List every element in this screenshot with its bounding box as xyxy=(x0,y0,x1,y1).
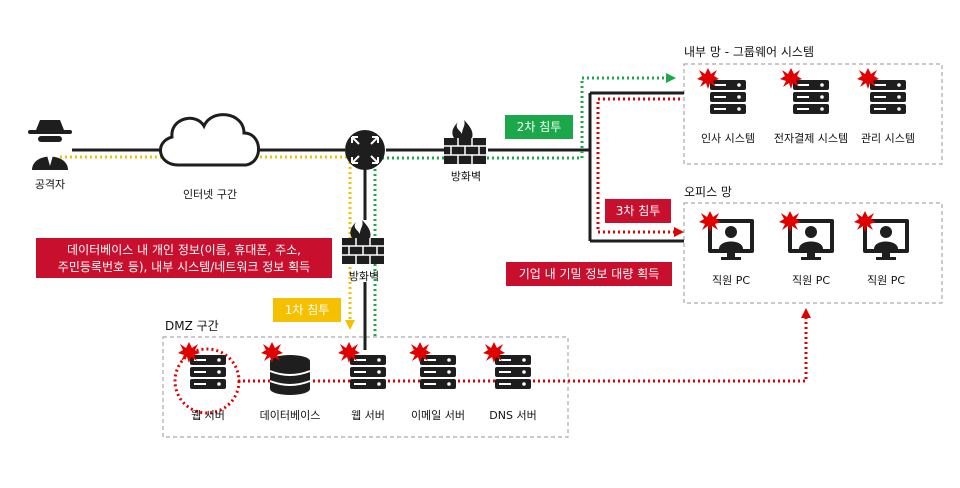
admin-system-label: 관리 시스템 xyxy=(861,132,915,145)
yellow-arrowhead xyxy=(345,320,355,330)
attack-path-red-dmz-office xyxy=(238,316,808,383)
green-arrowhead xyxy=(666,73,676,83)
db-leak-banner-line2: 주민등록번호 등), 내부 시스템/네트워크 정보 획득 xyxy=(58,260,310,274)
stage1-banner-text: 1차 침투 xyxy=(285,303,330,317)
dmz-database-icon xyxy=(269,354,311,396)
stage2-banner-text: 2차 침투 xyxy=(517,120,562,134)
payment-system-label: 전자결제 시스템 xyxy=(774,132,848,145)
office-network-zone xyxy=(683,202,943,304)
office-zone-title: 오피스 망 xyxy=(684,185,732,199)
admin-system-server-icon xyxy=(870,80,906,114)
stage2-banner xyxy=(505,115,573,139)
stage1-banner xyxy=(273,298,341,322)
red-arrowhead-office xyxy=(674,227,684,237)
dmz-email-server-label: 이메일 서버 xyxy=(411,408,465,422)
internet-label: 인터넷 구간 xyxy=(183,188,237,201)
dmz-web-server-1-label: 웹 서버 xyxy=(191,409,225,422)
internal-network-zone xyxy=(683,63,943,165)
payment-system-server-icon xyxy=(793,80,829,114)
dmz-database-label: 데이터베이스 xyxy=(260,409,321,422)
internal-zone-title: 내부 망 - 그룹웨어 시스템 xyxy=(684,45,814,59)
employee-pc-1-label: 직원 PC xyxy=(712,274,750,287)
web-server-highlight-ring xyxy=(173,347,241,415)
cloud-icon xyxy=(159,113,260,167)
dmz-zone-title: DMZ 구간 xyxy=(165,319,219,333)
stage3-banner-text: 3차 침투 xyxy=(616,204,661,218)
employee-pc-2-label: 직원 PC xyxy=(792,274,830,287)
firewall-mid-icon xyxy=(341,219,385,265)
attack-path-green xyxy=(373,76,668,336)
employee-pc-3-label: 직원 PC xyxy=(867,274,905,287)
router-icon xyxy=(345,130,385,170)
red-arrowhead-dmz xyxy=(801,308,811,318)
dmz-web-server-2-icon xyxy=(350,355,386,389)
dmz-dns-server-label: DNS 서버 xyxy=(489,409,536,422)
dmz-zone xyxy=(162,336,569,438)
spy-icon xyxy=(28,120,72,170)
db-leak-banner xyxy=(36,238,332,278)
dmz-web-server-2-label: 웹 서버 xyxy=(351,409,385,422)
dmz-dns-server-icon xyxy=(495,355,531,389)
corp-leak-banner-text: 기업 내 기밀 정보 대량 획득 xyxy=(519,267,660,281)
corp-leak-banner xyxy=(506,262,672,286)
attack-path-red-internal-office xyxy=(596,97,680,234)
hr-system-label: 인사 시스템 xyxy=(701,132,755,145)
hr-system-server-icon xyxy=(710,80,746,114)
dmz-email-server-icon xyxy=(420,355,456,389)
firewall-top-icon xyxy=(443,119,487,165)
dmz-web-server-1-icon xyxy=(190,355,226,389)
firewall-top-label: 방화벽 xyxy=(451,170,481,183)
firewall-mid-label: 방화벽 xyxy=(349,270,379,283)
stage3-banner xyxy=(605,199,671,223)
db-leak-banner-line1: 데이터베이스 내 개인 정보(이름, 휴대폰, 주소, xyxy=(67,243,301,257)
attacker-label: 공격자 xyxy=(35,178,65,191)
